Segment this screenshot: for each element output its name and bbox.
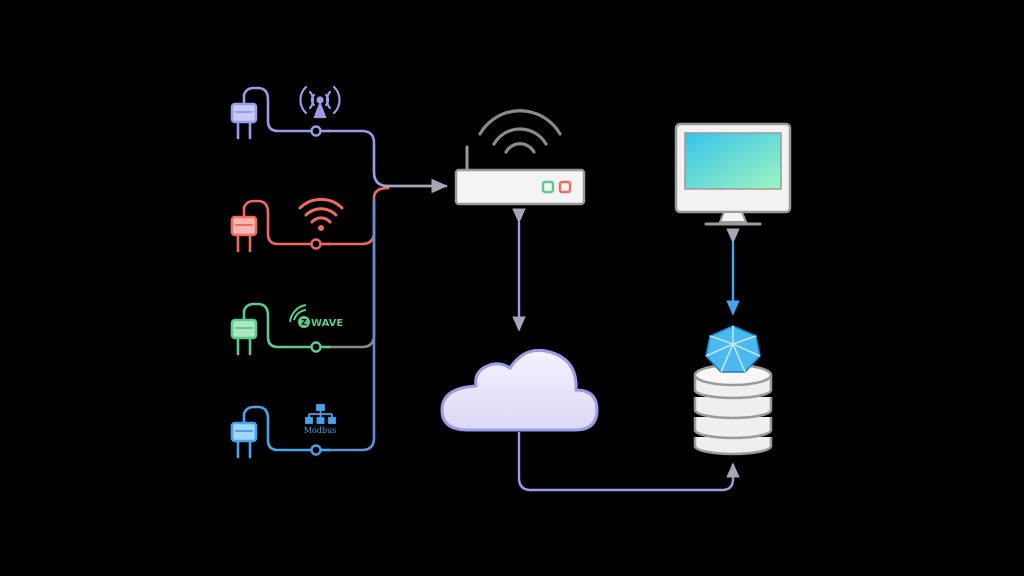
zwave-logo: Z WAVE: [289, 304, 343, 329]
zwave-label: WAVE: [311, 318, 343, 329]
modbus-label: Modbus: [304, 426, 337, 435]
plug-icon: [230, 86, 318, 140]
device-connectors: [326, 129, 448, 452]
database-icon: [693, 363, 773, 456]
device-wifi: [230, 197, 344, 253]
monitor-stand: [718, 211, 748, 223]
zwave-letter: Z: [301, 318, 307, 327]
gem-icon: [705, 325, 761, 373]
plug-icon: [230, 199, 318, 253]
database: [693, 325, 773, 456]
cloud: [440, 348, 599, 432]
router-signal-icon: [478, 109, 562, 154]
port-dot: [310, 444, 322, 456]
plug-icon: [230, 302, 318, 356]
connector-antenna: [326, 129, 447, 188]
router-light-red: [558, 180, 572, 194]
port-dot: [310, 125, 322, 137]
connector-modbus: [326, 198, 376, 452]
cloud-icon: [440, 348, 599, 432]
router-light-green: [541, 180, 555, 194]
monitor: [674, 122, 792, 226]
router-icon: [454, 168, 586, 206]
monitor-screen: [684, 132, 782, 190]
router: [454, 109, 586, 206]
device-modbus: Modbus: [230, 404, 337, 459]
device-antenna: [230, 85, 341, 140]
cloud-db-link: [517, 432, 740, 492]
wifi-icon: [298, 197, 344, 231]
modbus-icon: [305, 404, 336, 424]
antenna-icon: [299, 85, 341, 119]
plug-icon: [230, 405, 318, 459]
port-dot: [310, 341, 322, 353]
port-dot: [310, 238, 322, 250]
device-zwave: Z WAVE: [230, 302, 343, 356]
